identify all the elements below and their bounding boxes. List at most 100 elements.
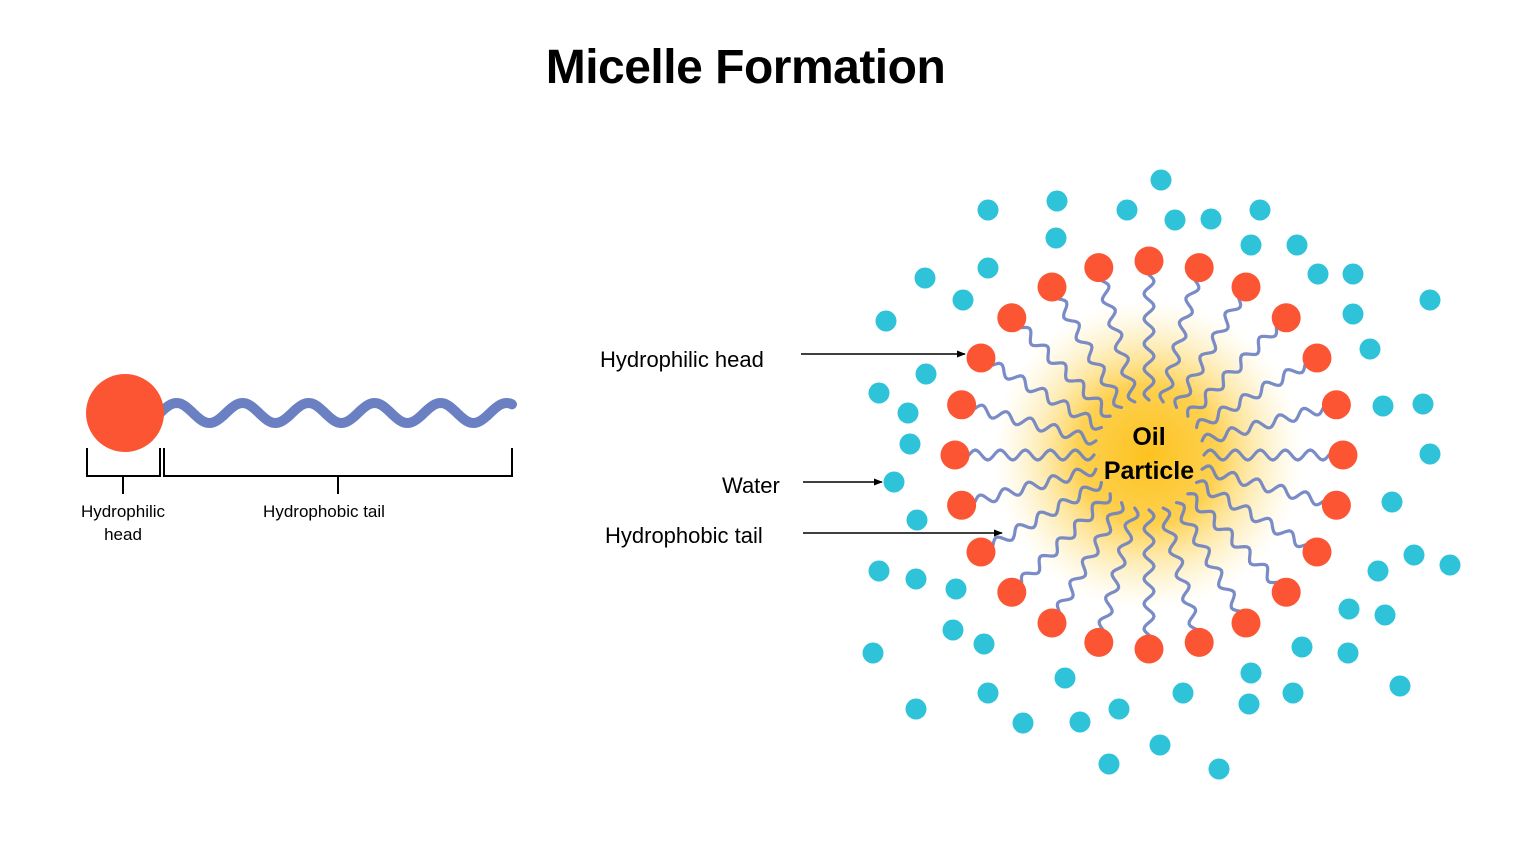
water-molecule xyxy=(905,568,927,590)
micelle-tail xyxy=(967,448,1096,462)
water-molecule xyxy=(862,642,884,664)
micelle-tail xyxy=(1195,363,1307,430)
water-molecule xyxy=(1238,693,1260,715)
micelle-tail xyxy=(1019,492,1113,584)
micelle-head xyxy=(1302,343,1332,373)
micelle-tail xyxy=(1142,508,1156,637)
water-molecule xyxy=(1367,560,1389,582)
micelle-tail xyxy=(1057,297,1124,409)
micelle-head xyxy=(966,537,996,567)
micelle-tail xyxy=(973,467,1098,504)
oil-particle-glow xyxy=(993,300,1303,610)
micelle-tail xyxy=(1185,326,1279,418)
micelle-head xyxy=(1271,303,1301,333)
micelle-head xyxy=(947,390,977,420)
micelle-head xyxy=(1084,253,1114,283)
water-molecule xyxy=(1291,636,1313,658)
water-molecule xyxy=(945,578,967,600)
micelle-tail xyxy=(1200,464,1325,507)
micelle-head xyxy=(1084,627,1114,657)
water-molecule xyxy=(1338,598,1360,620)
micelle-head xyxy=(947,490,977,520)
water-molecule xyxy=(1439,554,1461,576)
micelle-tail xyxy=(1195,479,1307,549)
water-molecule xyxy=(952,289,974,311)
callout-hydrophilic-head: Hydrophilic head xyxy=(600,347,764,372)
oil-particle-label-line1: Oil xyxy=(1132,423,1165,451)
micelle-head xyxy=(1302,537,1332,567)
water-molecule xyxy=(868,382,890,404)
water-molecule xyxy=(1282,682,1304,704)
water-molecule xyxy=(868,560,890,582)
water-molecule xyxy=(1342,263,1364,285)
micelle-head xyxy=(1231,608,1261,638)
water-molecule xyxy=(1240,662,1262,684)
water-molecule xyxy=(899,433,921,455)
micelle-tail xyxy=(991,480,1103,547)
micelle-head xyxy=(1321,390,1351,420)
water-molecule xyxy=(906,509,928,531)
page-title: Micelle Formation xyxy=(545,41,946,94)
head-bracket xyxy=(86,448,161,494)
water-molecule xyxy=(897,402,919,424)
water-molecule xyxy=(973,633,995,655)
water-molecule xyxy=(1045,227,1067,249)
micelle-tail xyxy=(1174,501,1241,613)
oil-particle-label-line2: Particle xyxy=(1104,457,1194,485)
micelle-head xyxy=(1134,634,1164,664)
water-molecule xyxy=(1307,263,1329,285)
water-molecule xyxy=(1046,190,1068,212)
water-molecules xyxy=(862,169,1461,780)
water-molecule xyxy=(1374,604,1396,626)
water-molecule xyxy=(1372,395,1394,417)
molecule-head-label-line1: Hydrophilic xyxy=(81,502,166,521)
micelle-head xyxy=(1184,627,1214,657)
micelle-head xyxy=(1321,490,1351,520)
callout-water: Water xyxy=(722,473,780,498)
water-molecule xyxy=(1286,234,1308,256)
micelle-tail xyxy=(991,361,1103,431)
hydrophilic-head-shape xyxy=(86,374,164,452)
micelle-tail xyxy=(973,403,1098,446)
micelle-head xyxy=(1134,246,1164,276)
water-molecule xyxy=(1069,711,1091,733)
callouts: Hydrophilic head Water Hydrophobic tail xyxy=(600,347,1003,548)
micelle-tail xyxy=(1020,325,1112,419)
water-molecule xyxy=(1200,208,1222,230)
water-molecule xyxy=(1164,209,1186,231)
water-molecule xyxy=(977,682,999,704)
water-molecule xyxy=(1359,338,1381,360)
micelle-head xyxy=(966,343,996,373)
water-molecule xyxy=(1412,393,1434,415)
micelle-head xyxy=(997,303,1027,333)
hydrophobic-tail-shape xyxy=(155,397,517,429)
water-molecule xyxy=(1419,443,1441,465)
water-molecule xyxy=(942,619,964,641)
surfactant-molecule: Hydrophilic head Hydrophobic tail xyxy=(81,374,517,544)
water-molecule xyxy=(883,471,905,493)
micelle-tails xyxy=(967,273,1331,637)
micelle-head xyxy=(1184,253,1214,283)
water-molecule xyxy=(1419,289,1441,311)
water-molecule xyxy=(1116,199,1138,221)
water-molecule xyxy=(914,267,936,289)
micelle-tail xyxy=(1055,501,1125,613)
micelle-heads xyxy=(940,246,1358,664)
water-molecule xyxy=(977,257,999,279)
water-molecule xyxy=(915,363,937,385)
water-molecule xyxy=(977,199,999,221)
water-molecule xyxy=(1389,675,1411,697)
water-molecule xyxy=(1149,734,1171,756)
water-molecule xyxy=(1337,642,1359,664)
water-molecule xyxy=(1342,303,1364,325)
water-molecule xyxy=(1012,712,1034,734)
water-molecule xyxy=(1150,169,1172,191)
micelle-head xyxy=(997,577,1027,607)
water-molecule xyxy=(1108,698,1130,720)
callout-hydrophobic-tail: Hydrophobic tail xyxy=(605,523,763,548)
water-molecule xyxy=(1172,682,1194,704)
water-molecule xyxy=(1249,199,1271,221)
micelle-tail xyxy=(1097,506,1140,631)
water-molecule xyxy=(1403,544,1425,566)
water-molecule xyxy=(1240,234,1262,256)
